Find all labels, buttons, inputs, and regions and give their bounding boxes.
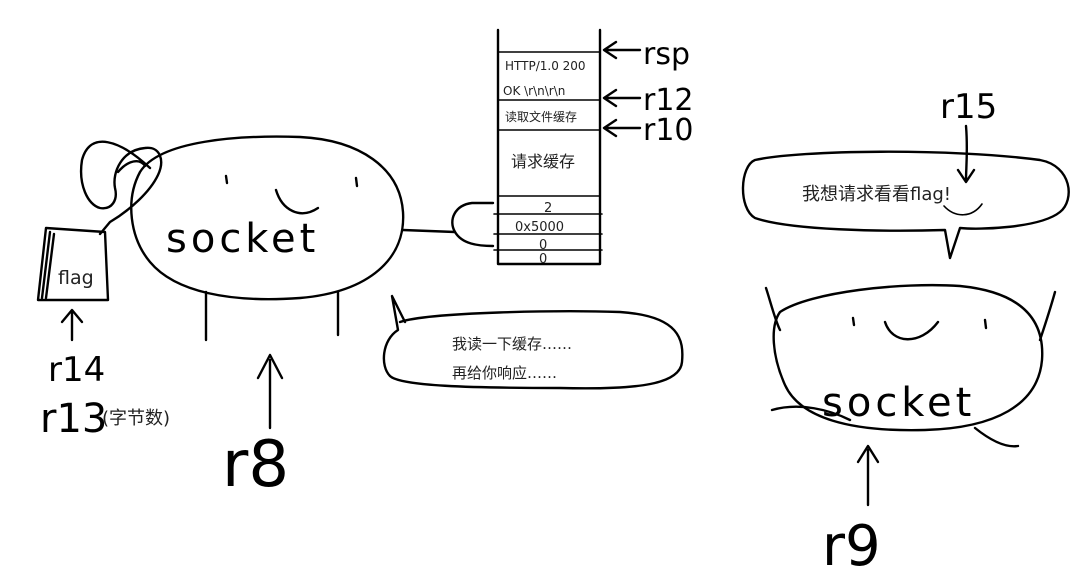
r13-note: (字节数) bbox=[102, 408, 170, 429]
left-socket-arm bbox=[401, 228, 457, 234]
r10-label: r10 bbox=[643, 113, 694, 148]
r10-arrow bbox=[602, 118, 642, 138]
left-socket-body bbox=[130, 135, 405, 301]
speech-left-line2: 再给你响应…… bbox=[452, 364, 557, 382]
rsp-label: rsp bbox=[643, 37, 690, 72]
r12-label: r12 bbox=[643, 83, 694, 118]
flag-box-front bbox=[40, 230, 56, 300]
r14-label: r14 bbox=[48, 350, 105, 390]
r8-arrow bbox=[256, 353, 284, 430]
speech-left-line1: 我读一下缓存…… bbox=[452, 335, 572, 353]
r9-arrow bbox=[856, 444, 880, 507]
stack-cell-5: 2 bbox=[544, 201, 552, 216]
right-socket-eye-right bbox=[983, 318, 988, 330]
speech-bubble-right-outline bbox=[741, 150, 1070, 260]
flag-pointers: r14 r13 (字节数) bbox=[40, 308, 170, 442]
left-socket-tail-inner bbox=[116, 160, 147, 174]
stack: HTTP/1.0 200 OK \r\n\r\n 读取文件缓存 请求缓存 2 0… bbox=[493, 28, 603, 267]
stack-cell-6: 0x5000 bbox=[515, 220, 564, 235]
speech-bubble-left: 我读一下缓存…… 再给你响应…… bbox=[382, 294, 684, 390]
r14-arrow bbox=[60, 308, 84, 342]
stack-cell-4: 请求缓存 bbox=[511, 152, 575, 171]
flag-highlight-curve bbox=[943, 203, 983, 216]
right-socket-eye-left bbox=[851, 316, 856, 327]
right-socket-smile bbox=[883, 320, 940, 341]
left-socket-tail bbox=[79, 140, 163, 236]
stack-cell-7: 0 bbox=[539, 238, 547, 253]
speech-right-prefix: 我想请求看看 bbox=[802, 184, 910, 205]
stack-pointers: rsp r12 r10 bbox=[602, 37, 694, 148]
r8-label: r8 bbox=[222, 428, 289, 502]
right-socket-arm-left bbox=[764, 286, 782, 332]
speech-bubble-left-outline bbox=[382, 294, 684, 390]
left-socket-hand bbox=[451, 201, 495, 248]
stack-outline bbox=[496, 28, 602, 266]
right-socket-feet bbox=[770, 405, 1020, 448]
speech-bubble-right: 我想请求看看flag! r15 bbox=[741, 87, 1070, 260]
left-socket-creature: socket bbox=[79, 135, 495, 342]
right-socket-creature: socket r9 bbox=[764, 283, 1057, 579]
left-socket-eye-left bbox=[224, 174, 229, 185]
speech-right-suffix: ! bbox=[944, 184, 951, 205]
speech-right-text: 我想请求看看flag! bbox=[802, 184, 951, 205]
r12-arrow bbox=[602, 88, 642, 108]
r15-arrow bbox=[956, 124, 976, 184]
right-socket-arm-right bbox=[1038, 290, 1057, 342]
stack-cell-8: 0 bbox=[539, 252, 547, 267]
right-socket-body bbox=[772, 283, 1044, 432]
stack-cell-3: 读取文件缓存 bbox=[505, 109, 577, 124]
r9-label: r9 bbox=[822, 514, 881, 579]
right-socket-name: socket bbox=[822, 380, 975, 426]
r15-label: r15 bbox=[940, 87, 997, 127]
flag-box: flag bbox=[36, 226, 110, 302]
left-socket-eye-right bbox=[354, 176, 359, 188]
r13-label: r13 bbox=[40, 396, 107, 442]
r8-pointer: r8 bbox=[222, 353, 289, 502]
flag-box-label: flag bbox=[58, 267, 94, 289]
stack-cell-2: OK \r\n\r\n bbox=[503, 84, 565, 98]
stack-cell-1: HTTP/1.0 200 bbox=[505, 59, 586, 73]
left-socket-smile bbox=[274, 188, 320, 215]
left-socket-name: socket bbox=[166, 216, 319, 262]
flag-box-back bbox=[36, 226, 110, 302]
rsp-arrow bbox=[602, 40, 642, 60]
speech-right-flag: flag bbox=[910, 184, 944, 205]
